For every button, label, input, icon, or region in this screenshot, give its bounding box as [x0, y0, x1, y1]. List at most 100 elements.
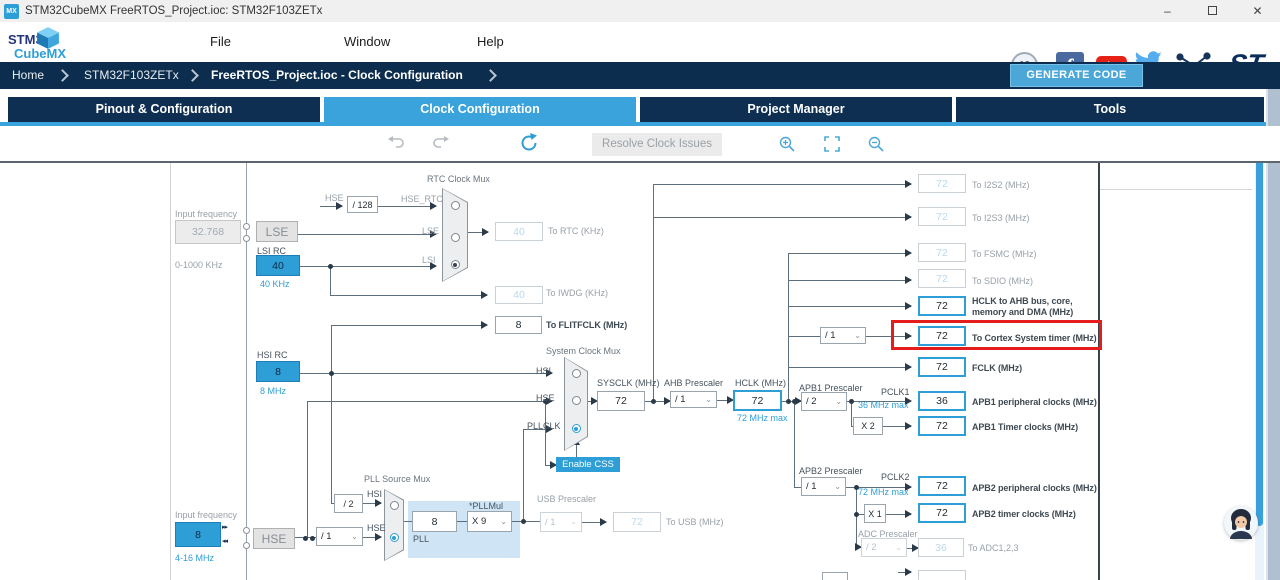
arrowhead-icon — [855, 543, 862, 551]
generate-code-button[interactable]: GENERATE CODE — [1010, 64, 1143, 87]
hse-pll-prescaler-dropdown[interactable]: / 1⌄ — [316, 527, 363, 546]
item-label: ◂◂ — [222, 538, 228, 545]
connector-line — [1100, 189, 1252, 190]
rtc-clock-mux-label: RTC Clock Mux — [427, 174, 490, 184]
to-rtc-value: 40 — [495, 222, 543, 241]
connector-line — [788, 253, 911, 254]
zoom-out-icon[interactable] — [868, 136, 884, 152]
apb1-timer-mult-box: X 2 — [853, 417, 883, 435]
logo-cubemx: CubeMX — [14, 46, 66, 61]
breadcrumb-home[interactable]: Home — [12, 68, 45, 82]
tab-pinout-configuration[interactable]: Pinout & Configuration — [8, 97, 320, 122]
undo-icon[interactable] — [388, 136, 405, 150]
junction-dot — [310, 536, 315, 541]
pllclk-label: PLLCLK — [527, 421, 561, 431]
apb1-prescaler-dropdown[interactable]: / 2⌄ — [801, 392, 847, 411]
zoom-in-icon[interactable] — [779, 136, 795, 152]
to-flitfclk-mhz-label: To FLITFCLK (MHz) — [546, 320, 628, 330]
arrowhead-icon — [795, 397, 802, 405]
lse-box[interactable]: LSE — [256, 221, 298, 242]
connector-line — [851, 426, 853, 427]
title-bar: MX STM32CubeMX FreeRTOS_Project.ioc: STM… — [0, 0, 1280, 22]
resolve-clock-issues-button[interactable]: Resolve Clock Issues — [592, 133, 722, 156]
menu-window[interactable]: Window — [344, 34, 391, 49]
hclk-ahb-value[interactable]: 72 — [918, 296, 966, 316]
minimize-button[interactable]: – — [1164, 4, 1171, 18]
adc-prescaler-dropdown: / 2⌄ — [861, 538, 907, 557]
system-clock-mux-radio-1[interactable] — [571, 396, 581, 405]
breadcrumb-mcu[interactable]: STM32F103ZETx — [84, 68, 179, 82]
sysclk-value[interactable]: 72 — [597, 391, 645, 411]
pllmul-dropdown[interactable]: X 9⌄ — [467, 511, 512, 532]
connector-line — [788, 253, 789, 401]
arrowhead-icon — [905, 302, 912, 310]
connector-line — [794, 487, 801, 488]
pll-source-mux — [384, 489, 404, 561]
apb1-timer-clocks-mhz-label: APB1 Timer clocks (MHz) — [972, 422, 1079, 432]
input-frequency-label: Input frequency — [175, 209, 238, 219]
apb1-peripheral-value[interactable]: 36 — [918, 391, 966, 411]
apb2-prescaler-dropdown[interactable]: / 1⌄ — [801, 477, 846, 496]
hse-input-frequency-box[interactable]: 8 — [175, 522, 221, 547]
tab-clock-configuration[interactable]: Clock Configuration — [324, 97, 636, 122]
connector-line — [717, 400, 733, 401]
refresh-icon[interactable] — [519, 133, 539, 153]
close-button[interactable]: ✕ — [1252, 4, 1263, 18]
system-clock-mux-radio-0[interactable] — [571, 369, 581, 378]
arrowhead-icon — [546, 425, 553, 433]
connector-line — [856, 514, 864, 515]
pll-source-mux-radio-1[interactable] — [389, 533, 399, 542]
rtc-clock-mux-radio-1[interactable] — [450, 233, 460, 242]
tab-project-manager[interactable]: Project Manager — [640, 97, 952, 122]
rtc-clock-mux-radio-0[interactable] — [450, 201, 460, 210]
apb2-timer-clocks-mhz-label: APB2 timer clocks (MHz) — [972, 509, 1076, 519]
connector-line — [363, 537, 381, 538]
rtc-clock-mux-radio-2[interactable] — [450, 260, 460, 269]
connector-line — [898, 572, 911, 573]
cortex-systick-value[interactable]: 72 — [918, 326, 966, 346]
maximize-button[interactable] — [1190, 0, 1235, 22]
input-frequency-label: Input frequency — [175, 510, 238, 520]
assistant-avatar[interactable] — [1224, 506, 1258, 540]
menu-file[interactable]: File — [210, 34, 231, 49]
arrowhead-icon — [482, 228, 489, 236]
tab-tools[interactable]: Tools — [956, 97, 1264, 122]
apb1-timer-value[interactable]: 72 — [918, 416, 966, 436]
chevron-down-icon: ⌄ — [705, 394, 712, 404]
hclk-value[interactable]: 72 — [733, 390, 782, 411]
lsi-rc-box[interactable]: 40 — [256, 255, 300, 276]
connector-line — [320, 206, 342, 207]
hsi-rc-box[interactable]: 8 — [256, 361, 300, 382]
cortex-prescaler-dropdown[interactable]: / 1⌄ — [820, 327, 866, 344]
lse-input-frequency-box[interactable]: 32.768 — [175, 220, 241, 244]
apb2-peripheral-value[interactable]: 72 — [918, 476, 966, 496]
cube-icon — [37, 27, 59, 49]
fclk-value[interactable]: 72 — [918, 357, 966, 377]
connector-line — [363, 503, 381, 504]
pll-source-mux-radio-0[interactable] — [389, 501, 399, 510]
junction-dot — [854, 485, 859, 490]
hse-box[interactable]: HSE — [253, 528, 295, 549]
to-i2s3-mhz-label: To I2S3 (MHz) — [972, 213, 1030, 223]
connector-line — [331, 503, 334, 504]
to-fsmc-mhz-label: To FSMC (MHz) — [972, 249, 1037, 259]
apb2-timer-value[interactable]: 72 — [918, 503, 966, 523]
redo-icon[interactable] — [432, 136, 449, 150]
connector-line — [307, 401, 308, 538]
ahb-prescaler-dropdown[interactable]: / 1⌄ — [670, 391, 717, 408]
arrowhead-icon — [905, 397, 912, 405]
36-mhz-max-label: 36 MHz max — [858, 400, 909, 410]
fit-to-screen-icon[interactable] — [824, 136, 840, 152]
menu-help[interactable]: Help — [477, 34, 504, 49]
connector-line — [856, 487, 857, 547]
hclk-to-ahb-bus-core-label: HCLK to AHB bus, core, — [972, 296, 1073, 306]
oscillator-pin — [243, 235, 250, 242]
connector-line — [653, 184, 654, 401]
chevron-right-icon — [484, 69, 497, 82]
vertical-scrollbar-thumb[interactable] — [1256, 160, 1263, 526]
hsi-div2-box: / 2 — [334, 494, 363, 513]
system-clock-mux-radio-2[interactable] — [571, 424, 581, 433]
arrowhead-icon — [375, 533, 382, 541]
enable-css-button[interactable]: Enable CSS — [556, 457, 620, 472]
active-tab-underline — [0, 122, 1266, 126]
